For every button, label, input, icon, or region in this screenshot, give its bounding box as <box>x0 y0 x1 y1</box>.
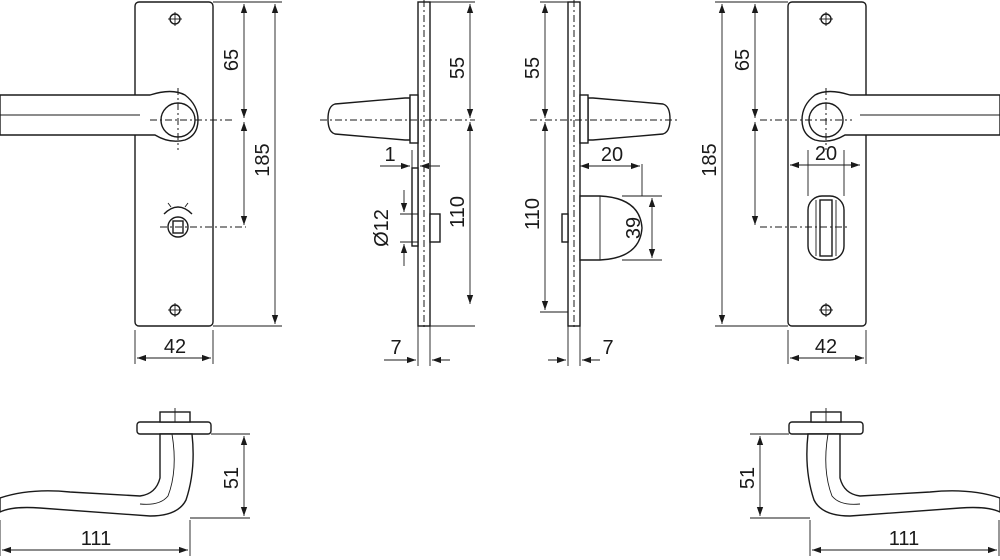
dim-65-label: 65 <box>221 49 243 71</box>
dim-51-label: 51 <box>221 467 243 489</box>
privacy-knob-side <box>579 195 643 261</box>
dim-1-label: 1 <box>384 144 395 166</box>
dim-20-label: 20 <box>601 144 623 166</box>
lever-curve-left <box>0 433 194 517</box>
lever-side-right <box>587 97 671 141</box>
side-view-right: 55 110 20 39 7 <box>522 0 680 366</box>
dim-39-label: 39 <box>623 217 645 239</box>
dim-111-label: 111 <box>889 528 919 550</box>
top-view-left: 51 111 <box>0 408 250 556</box>
dim-55-label: 55 <box>447 57 469 79</box>
lever-curve-right <box>806 433 1000 517</box>
privacy-indicator-icon <box>807 195 845 261</box>
dim-111-label: 111 <box>81 528 111 550</box>
screw-hole-icon <box>168 303 182 317</box>
front-view-left: 65 185 42 <box>0 1 282 364</box>
dim-185-label: 185 <box>699 143 721 176</box>
dim-7-label: 7 <box>602 337 613 359</box>
dim-d12-label: Ø12 <box>371 209 393 247</box>
dim-42-label: 42 <box>815 336 837 358</box>
rose-right <box>788 421 864 435</box>
backplate-left <box>134 1 214 327</box>
dim-110-label: 110 <box>447 196 469 228</box>
dim-185-label: 185 <box>252 143 274 176</box>
front-view-right: 65 185 20 42 <box>699 1 1000 364</box>
top-view-right: 51 111 <box>737 408 1000 556</box>
dim-20-label: 20 <box>815 143 837 165</box>
lever-side-left <box>327 97 411 141</box>
lever-handle-right <box>801 90 1000 142</box>
screw-hole-icon <box>819 303 833 317</box>
side-view-left: 55 110 1 Ø12 7 <box>320 0 475 366</box>
dim-7-label: 7 <box>390 337 401 359</box>
dim-42-label: 42 <box>164 336 186 358</box>
dim-55-label: 55 <box>522 57 544 79</box>
dim-65-label: 65 <box>732 49 754 71</box>
rose-left <box>136 421 212 435</box>
screw-hole-icon <box>819 12 833 26</box>
dim-110-label: 110 <box>522 198 544 230</box>
dim-51-label: 51 <box>737 467 759 489</box>
screw-hole-icon <box>168 12 182 26</box>
